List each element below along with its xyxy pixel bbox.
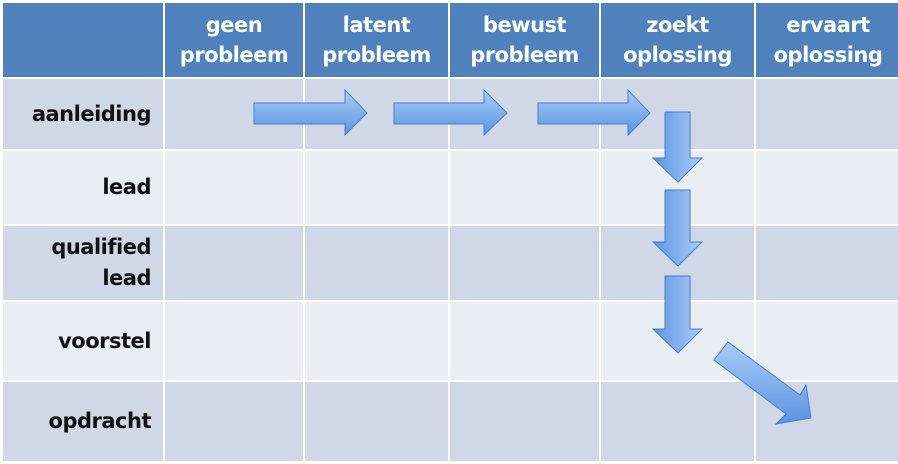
row-header: voorstel [3,302,163,380]
header-corner [3,3,163,77]
table-cell [305,151,448,224]
funnel-table: geen probleem latent probleem bewust probl… [3,3,898,461]
table-cell [601,382,754,461]
table-cell [165,151,303,224]
column-header-label: bewust probleem [470,13,579,67]
row-header-label: qualified lead [51,235,151,290]
table-cell [450,302,599,380]
table-cell [305,382,448,461]
row-header-label: lead [102,175,151,199]
column-header: ervaart oplossing [756,3,898,77]
table-cell [756,79,898,149]
arrow-right-icon [537,88,651,137]
arrow-down-icon [651,275,704,354]
column-header: geen probleem [165,3,303,77]
table-cell [756,302,898,380]
column-header: bewust probleem [450,3,599,77]
row-header-label: voorstel [58,328,151,353]
row-header: lead [3,151,163,224]
column-header-label: ervaart oplossing [773,13,883,67]
table-cell [756,226,898,300]
column-header-label: zoekt oplossing [623,13,732,67]
column-header-label: latent probleem [322,13,431,67]
table-cell [305,302,448,380]
table-cell [165,382,303,461]
arrow-down-icon [651,189,704,267]
column-header-label: geen probleem [179,13,289,67]
table-cell [165,226,303,300]
column-header: latent probleem [305,3,448,77]
table-cell [305,226,448,300]
row-header: opdracht [3,382,163,461]
row-header: aanleiding [3,79,163,149]
table-cell [450,382,599,461]
arrow-right-icon [393,88,508,137]
arrow-right-icon [253,88,368,137]
arrow-diagonal-icon [713,341,812,425]
row-header-label: opdracht [48,409,152,433]
arrow-down-icon [651,111,704,183]
table-cell [450,226,599,300]
row-header: qualified lead [3,226,163,300]
table-cell [450,151,599,224]
column-header: zoekt oplossing [601,3,754,77]
table-cell [756,151,898,224]
row-header-label: aanleiding [31,101,152,126]
table-cell [165,302,303,380]
